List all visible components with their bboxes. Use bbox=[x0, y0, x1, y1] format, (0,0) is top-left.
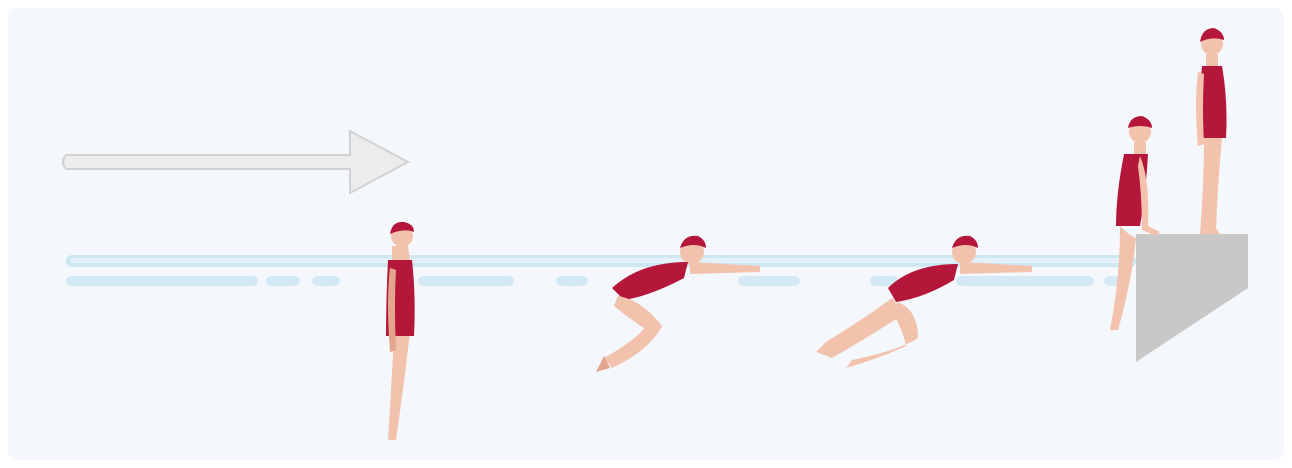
background-panel bbox=[8, 8, 1284, 460]
